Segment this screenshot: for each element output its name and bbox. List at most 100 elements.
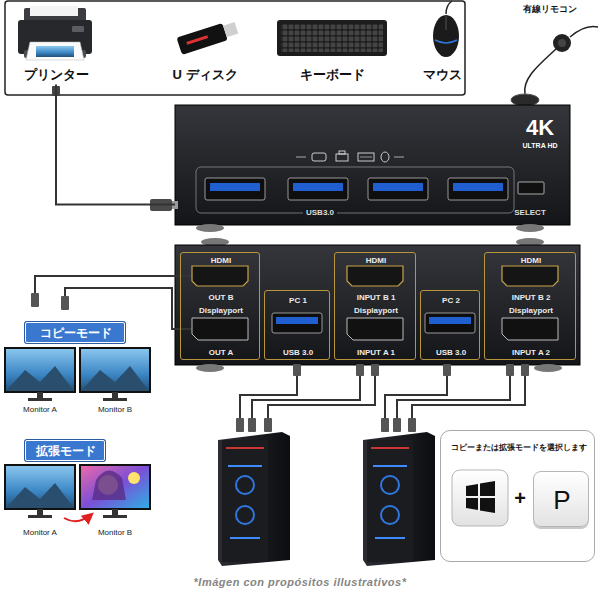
- peripheral-frame: [5, 1, 465, 95]
- pc-cable: [240, 372, 525, 420]
- monitor: [103, 398, 127, 401]
- kvm-rear-unit: [175, 238, 580, 372]
- kvm-rear-unit: [175, 245, 580, 365]
- port-label: INPUT A 1: [357, 349, 395, 358]
- monitor: [80, 465, 150, 518]
- device-label: プリンター: [20, 66, 93, 85]
- mode-name: コピーモード: [40, 327, 112, 340]
- cable-plug: [371, 364, 379, 376]
- usb-stick-icon: [177, 19, 240, 55]
- keyboard-icon: [281, 24, 383, 52]
- ports: [192, 318, 248, 340]
- cable-plug: [264, 418, 272, 432]
- cable-plug: [506, 364, 514, 376]
- cable-plug: [293, 364, 301, 376]
- port-label: Displayport: [354, 307, 398, 316]
- wired-remote: [525, 26, 598, 94]
- mode-badge: 拡張モード: [25, 440, 105, 461]
- monitor: [28, 398, 52, 401]
- monitor: [112, 509, 118, 515]
- kvm-front-unit: [196, 167, 514, 213]
- kvm-rear-unit: [534, 364, 562, 372]
- port-group: PC 1USB 3.0: [264, 290, 330, 360]
- mouse-icon: [446, 1, 452, 14]
- device-name: プリンター: [24, 68, 89, 82]
- port-label: INPUT B 2: [512, 294, 551, 303]
- ports: [192, 266, 248, 286]
- ports: [347, 318, 403, 340]
- cable-plug: [443, 364, 451, 376]
- ports: [425, 313, 475, 333]
- cable-plug: [381, 418, 389, 432]
- port-label: HDMI: [521, 257, 541, 266]
- printer-icon: [36, 46, 74, 57]
- port-label: INPUT B 1: [357, 294, 396, 303]
- monitor: [5, 348, 75, 401]
- pc-tower: [381, 506, 399, 524]
- mouse-icon: [433, 1, 459, 57]
- mode-name: 拡張モード: [36, 445, 96, 458]
- printer-icon: [30, 6, 78, 16]
- key-letter: P: [553, 486, 570, 515]
- keyboard-icon: [277, 20, 387, 56]
- kvm-front-unit: [339, 151, 345, 154]
- kvm-front-unit: [175, 105, 570, 225]
- device-name: キーボード: [300, 68, 365, 82]
- printer-icon: [72, 26, 84, 32]
- kvm-front-unit: [312, 153, 326, 161]
- kvm-front-unit: [288, 178, 348, 200]
- pc-tower: [367, 440, 413, 562]
- pc-tower: [222, 440, 268, 562]
- kvm-front-unit: [358, 153, 374, 161]
- port-label: PC 2: [442, 297, 460, 306]
- wired-remote: [570, 26, 598, 37]
- pc-tower: [228, 466, 262, 538]
- device-label: マウス: [419, 66, 466, 85]
- panel-text: 4K: [526, 116, 554, 140]
- pc-tower: [226, 447, 264, 449]
- port-label: USB 3.0: [436, 349, 466, 358]
- port-label: PC 1: [289, 297, 307, 306]
- kvm-front-unit: [511, 94, 539, 106]
- ports: [429, 317, 471, 324]
- monitor-label: Monitor B: [98, 529, 132, 538]
- monitor: [6, 483, 74, 508]
- monitor: [37, 392, 43, 398]
- plus-sign: +: [514, 487, 526, 509]
- kvm-rear-unit: [196, 364, 224, 372]
- device-label: キーボード: [296, 66, 369, 85]
- mouse-icon: [446, 16, 447, 30]
- video-cable: [35, 276, 192, 295]
- monitor: [80, 465, 150, 509]
- pc-cable: [397, 372, 510, 420]
- monitor: [37, 509, 43, 515]
- printer-icon: [26, 42, 84, 60]
- pc-tower: [236, 506, 254, 524]
- monitor-label: Monitor B: [98, 406, 132, 415]
- monitor: [80, 348, 150, 401]
- port-group: PC 2 USB 3.0: [420, 290, 480, 360]
- pc-tower: [218, 432, 290, 566]
- video-cable: [31, 293, 39, 307]
- windows-key: [466, 481, 495, 513]
- kvm-front-unit: [453, 183, 503, 191]
- kvm-front-unit: [296, 157, 306, 158]
- port-group: HDMIOUT BDisplayportOUT A: [180, 252, 260, 360]
- monitor: [81, 366, 149, 391]
- port-group: HDMIINPUT B 2DisplayportINPUT A 2: [484, 252, 576, 360]
- wired-remote: [553, 34, 571, 52]
- kvm-front-unit: [360, 157, 372, 158]
- port-group: HDMIINPUT B 1DisplayportINPUT A 1: [334, 252, 416, 360]
- panel-text: USB3.0: [303, 209, 337, 218]
- keyboard-icon: [277, 20, 387, 56]
- keyboard-key: P: [533, 471, 589, 527]
- pc-cable: [385, 372, 447, 420]
- monitor: [28, 515, 52, 518]
- kvm-front-unit: [373, 183, 423, 191]
- front-panel: 4KULTRA HDUSB3.0SELECT: [175, 105, 570, 225]
- wired-remote: [558, 39, 566, 47]
- monitor: [5, 465, 75, 509]
- panel-text: SELECT: [514, 209, 546, 218]
- ports: [502, 318, 558, 340]
